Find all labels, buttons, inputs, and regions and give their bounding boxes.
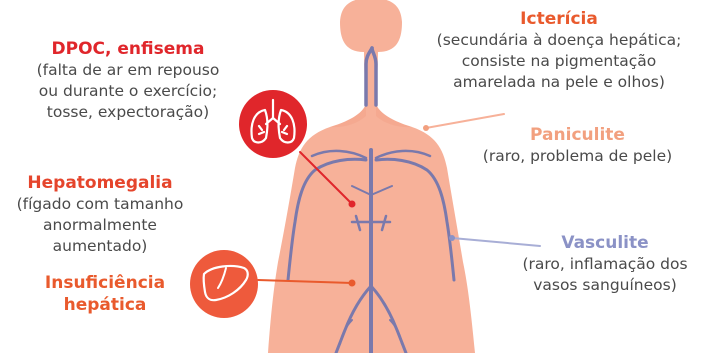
jaundice-description: (secundária à doença hepática; consiste … [408, 30, 710, 93]
liver-failure-label: Insuficiência hepática [30, 272, 180, 316]
copd-title: DPOC, enfisema [8, 38, 248, 60]
vasculitis-marker [449, 235, 455, 241]
liver-failure-title: Insuficiência hepática [30, 272, 180, 316]
liver-marker [349, 280, 356, 287]
copd-marker [349, 201, 356, 208]
jaundice-marker [423, 125, 429, 131]
copd-description: (falta de ar em repouso ou durante o exe… [8, 60, 248, 123]
panniculitis-title: Paniculite [455, 124, 700, 146]
vasculitis-title: Vasculite [500, 232, 710, 254]
hepatomegaly-description: (fígado com tamanho anormalmente aumenta… [0, 194, 200, 257]
panniculitis-description: (raro, problema de pele) [455, 146, 700, 167]
jaundice-label: Icterícia (secundária à doença hepática;… [408, 8, 710, 93]
vasculitis-description: (raro, inflamação dos vasos sanguíneos) [500, 254, 710, 296]
copd-label: DPOC, enfisema (falta de ar em repouso o… [8, 38, 248, 123]
lungs-icon [239, 90, 307, 158]
liver-icon [190, 250, 258, 318]
jaundice-title: Icterícia [408, 8, 710, 30]
vasculitis-label: Vasculite (raro, inflamação dos vasos sa… [500, 232, 710, 296]
hepatomegaly-label: Hepatomegalia (fígado com tamanho anorma… [0, 172, 200, 257]
hepatomegaly-title: Hepatomegalia [0, 172, 200, 194]
panniculitis-label: Paniculite (raro, problema de pele) [455, 124, 700, 167]
